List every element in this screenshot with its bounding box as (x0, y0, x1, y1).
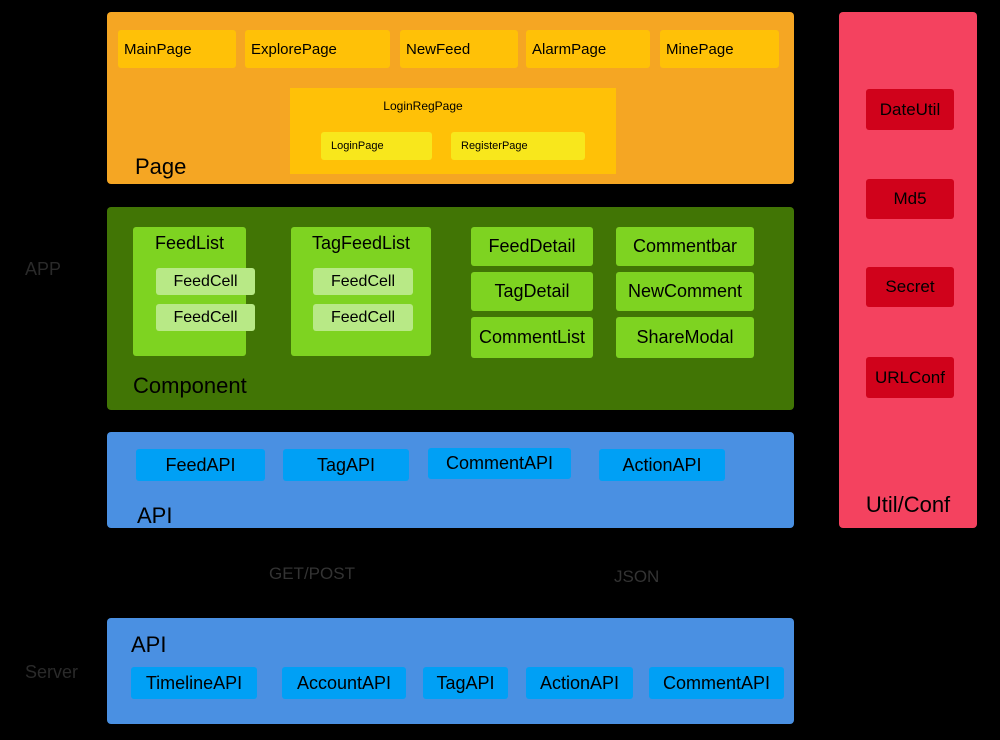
feedlist-title: FeedList (154, 233, 225, 253)
page-chip-explorepage: ExplorePage (245, 30, 390, 68)
page-chip-alarmpage: AlarmPage (526, 30, 650, 68)
util-chip-dateutil: DateUtil (866, 89, 954, 130)
page-chip-minepage: MinePage (660, 30, 779, 68)
util-conf-layer-title: Util/Conf (865, 492, 951, 517)
server-chip-timelineapi: TimelineAPI (131, 667, 257, 699)
api-chip-commentapi: CommentAPI (428, 448, 571, 479)
feedlist-cell-2: FeedCell (156, 304, 255, 331)
util-chip-secret: Secret (866, 267, 954, 307)
api-chip-feedapi: FeedAPI (136, 449, 265, 481)
component-tagdetail: TagDetail (471, 272, 593, 311)
login-page-chip: LoginPage (321, 132, 432, 160)
util-chip-urlconf: URLConf (866, 357, 954, 398)
tagfeedlist-title: TagFeedList (311, 233, 411, 253)
page-layer-title: Page (135, 154, 187, 179)
api-chip-actionapi: ActionAPI (599, 449, 725, 481)
response-format-label: JSON (614, 567, 660, 586)
page-chip-newfeed: NewFeed (400, 30, 518, 68)
util-chip-md5: Md5 (866, 179, 954, 219)
server-chip-tagapi: TagAPI (423, 667, 508, 699)
component-commentbar: Commentbar (616, 227, 754, 266)
component-feeddetail: FeedDetail (471, 227, 593, 266)
component-commentlist: CommentList (471, 317, 593, 358)
login-reg-page-title: LoginRegPage (383, 99, 463, 113)
app-label: APP (25, 259, 62, 279)
component-layer-title: Component (133, 373, 247, 398)
component-newcomment: NewComment (616, 272, 754, 311)
api-layer-title: API (137, 503, 173, 528)
api-chip-tagapi: TagAPI (283, 449, 409, 481)
request-method-label: GET/POST (269, 564, 355, 583)
server-api-layer-title: API (131, 632, 167, 657)
server-chip-commentapi: CommentAPI (649, 667, 784, 699)
tagfeedlist-cell-1: FeedCell (313, 268, 413, 295)
tagfeedlist-cell-2: FeedCell (313, 304, 413, 331)
register-page-chip: RegisterPage (451, 132, 585, 160)
page-chip-mainpage: MainPage (118, 30, 236, 68)
server-chip-actionapi: ActionAPI (526, 667, 633, 699)
server-label: Server (25, 662, 79, 682)
component-sharemodal: ShareModal (616, 317, 754, 358)
feedlist-cell-1: FeedCell (156, 268, 255, 295)
server-chip-accountapi: AccountAPI (282, 667, 406, 699)
